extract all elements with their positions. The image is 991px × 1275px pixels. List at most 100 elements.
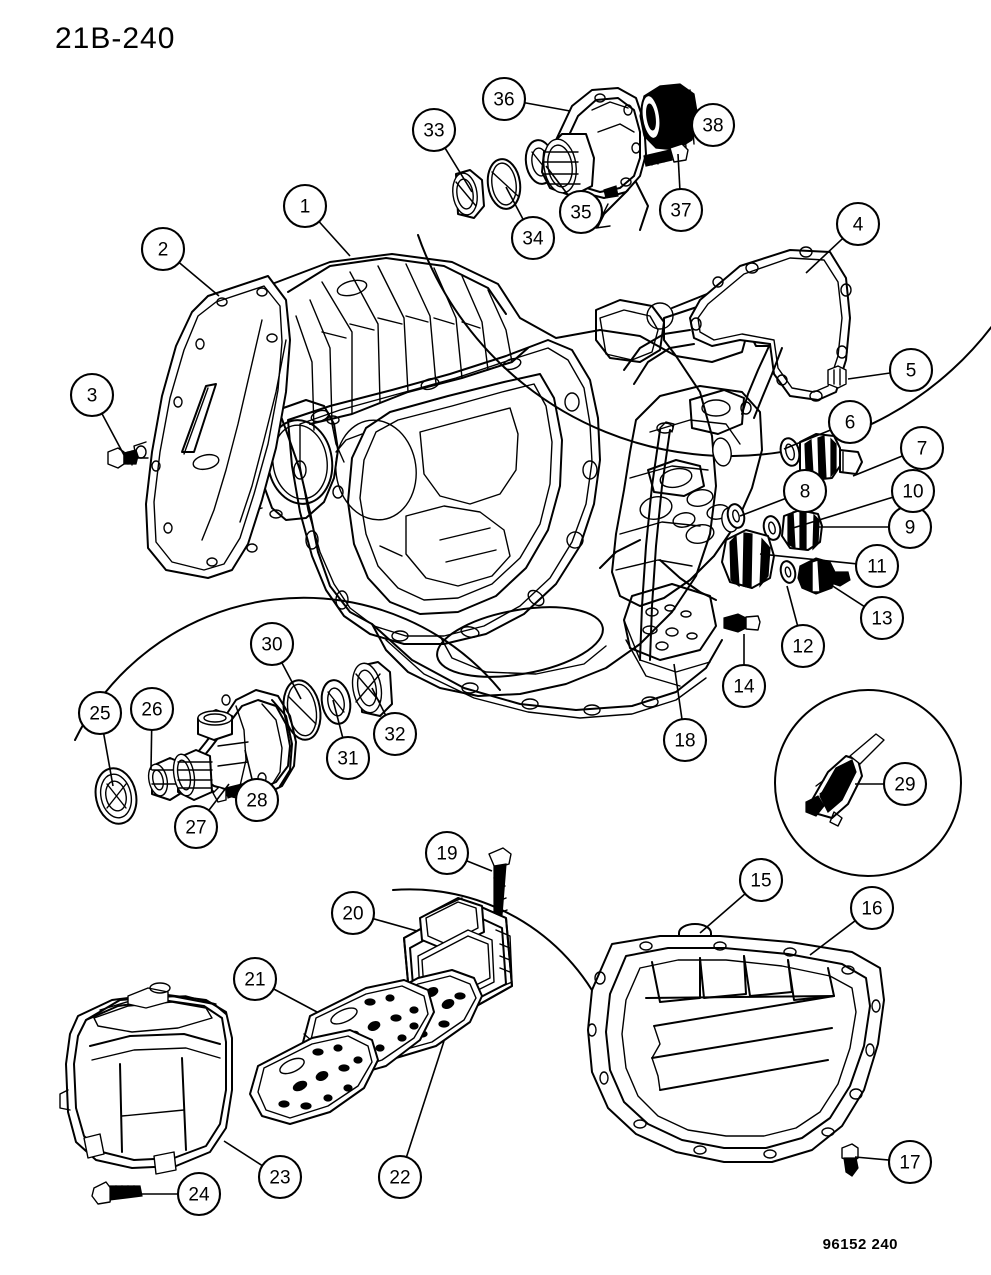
callout-19[interactable]: 19 [424,830,493,876]
callout-bubble-33[interactable] [411,107,457,153]
leader-line-21 [273,988,318,1013]
callout-23[interactable]: 23 [223,1140,303,1200]
callout-21[interactable]: 21 [232,956,318,1013]
callout-33[interactable]: 33 [411,107,473,193]
callout-7[interactable]: 7 [852,425,945,477]
callout-bubble-15[interactable] [738,857,784,903]
callout-29[interactable]: 29 [855,761,928,807]
leader-line-6 [783,429,831,450]
callout-bubble-23[interactable] [257,1154,303,1200]
callout-bubble-35[interactable] [558,189,604,235]
leader-line-10 [792,496,894,529]
callout-number-7: 7 [917,439,928,460]
callout-38[interactable]: 38 [666,102,736,148]
callout-bubble-1[interactable] [282,183,328,229]
callout-6[interactable]: 6 [783,399,873,450]
callout-30[interactable]: 30 [249,621,302,700]
callout-bubble-10[interactable] [890,468,936,514]
part-38-seal-ring [639,83,699,151]
callout-bubble-34[interactable] [510,215,556,261]
callout-bubble-30[interactable] [249,621,295,667]
sheet-footer-code: 96152 240 [822,1236,898,1253]
callout-number-30: 30 [261,635,282,656]
callout-bubble-13[interactable] [859,595,905,641]
callout-number-26: 26 [141,700,162,721]
callout-20[interactable]: 20 [330,890,418,936]
callout-24[interactable]: 24 [133,1171,222,1217]
callout-bubble-38[interactable] [690,102,736,148]
part-5-bolt [827,365,847,389]
callout-bubble-22[interactable] [377,1154,423,1200]
callout-bubble-4[interactable] [835,201,881,247]
leader-line-23 [223,1140,263,1167]
callout-bubble-27[interactable] [173,804,219,850]
callout-32[interactable]: 32 [371,687,418,757]
callout-bubble-12[interactable] [780,623,826,669]
callout-bubble-14[interactable] [721,663,767,709]
part-37-bolt [643,143,689,167]
callout-number-31: 31 [337,749,358,770]
callout-bubble-20[interactable] [330,890,376,936]
leader-line-2 [178,261,220,297]
callout-number-28: 28 [246,791,267,812]
callout-15[interactable]: 15 [699,857,784,934]
leader-line-31 [332,699,344,738]
callout-number-22: 22 [389,1168,410,1189]
callout-number-27: 27 [185,818,206,839]
callout-25[interactable]: 25 [77,690,123,787]
callout-bubble-28[interactable] [234,777,280,823]
leader-line-34 [505,186,524,220]
callout-37[interactable]: 37 [658,153,704,233]
callout-bubble-8[interactable] [782,468,828,514]
leader-line-19 [466,860,493,872]
callout-28[interactable]: 28 [234,749,280,823]
callout-36[interactable]: 36 [481,76,571,122]
callout-27[interactable]: 27 [173,783,230,850]
callout-bubble-17[interactable] [887,1139,933,1185]
callout-bubble-11[interactable] [854,543,900,589]
callout-5[interactable]: 5 [847,347,934,393]
callout-bubble-26[interactable] [129,686,175,732]
callout-bubble-24[interactable] [176,1171,222,1217]
callout-8[interactable]: 8 [739,468,828,517]
callout-3[interactable]: 3 [69,372,125,456]
callout-4[interactable]: 4 [805,201,881,274]
callout-bubble-18[interactable] [662,717,708,763]
callout-bubble-19[interactable] [424,830,470,876]
callout-16[interactable]: 16 [809,885,895,956]
callout-bubble-7[interactable] [899,425,945,471]
leader-line-5 [847,372,891,380]
callout-bubble-3[interactable] [69,372,115,418]
callout-34[interactable]: 34 [505,186,556,261]
callout-13[interactable]: 13 [827,582,905,641]
callout-11[interactable]: 11 [759,543,900,589]
callout-bubble-36[interactable] [481,76,527,122]
callout-31[interactable]: 31 [325,699,371,781]
callout-bubble-25[interactable] [77,690,123,736]
callout-35[interactable]: 35 [545,165,604,235]
callout-bubble-32[interactable] [372,711,418,757]
callout-bubble-2[interactable] [140,226,186,272]
callout-bubble-29[interactable] [882,761,928,807]
callout-bubble-21[interactable] [232,956,278,1002]
callout-1[interactable]: 1 [282,183,351,257]
callout-number-13: 13 [871,609,892,630]
callout-14[interactable]: 14 [721,634,767,709]
callout-layer: 1234567891011121314151617181920212223242… [69,76,945,1217]
callout-bubble-16[interactable] [849,885,895,931]
callout-10[interactable]: 10 [792,468,936,529]
callout-bubble-31[interactable] [325,735,371,781]
callout-18[interactable]: 18 [662,663,708,763]
callout-2[interactable]: 2 [140,226,220,297]
callout-number-9: 9 [905,518,916,539]
callout-bubble-6[interactable] [827,399,873,445]
part-11-large-solenoid [721,529,775,589]
callout-12[interactable]: 12 [780,585,826,669]
callout-bubble-37[interactable] [658,187,704,233]
callout-bubble-5[interactable] [888,347,934,393]
leader-line-7 [852,455,903,477]
callout-number-18: 18 [674,731,695,752]
callout-17[interactable]: 17 [854,1139,933,1185]
callout-26[interactable]: 26 [129,686,175,771]
callout-22[interactable]: 22 [377,1040,445,1200]
